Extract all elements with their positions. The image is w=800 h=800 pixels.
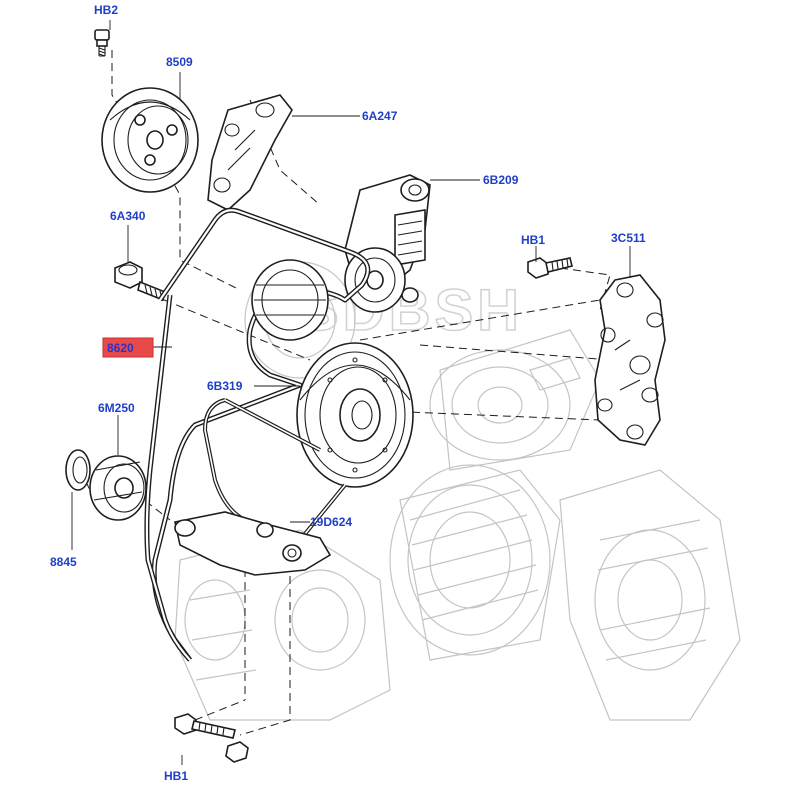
label-8620-highlight[interactable]: 8620 (102, 337, 154, 358)
label-hb1-top[interactable]: HB1 (521, 233, 545, 247)
label-8845[interactable]: 8845 (50, 555, 77, 569)
label-8620[interactable]: 8620 (107, 341, 134, 355)
engine-block-ghost (559, 469, 741, 721)
label-hb2[interactable]: HB2 (94, 3, 118, 17)
crankshaft-damper-6b319[interactable] (296, 342, 414, 488)
bolt-hb2[interactable] (94, 29, 110, 57)
bolt-6a340[interactable] (114, 261, 166, 302)
bracket-6a247[interactable] (207, 94, 293, 211)
label-6a247[interactable]: 6A247 (362, 109, 398, 123)
label-6a340[interactable]: 6A340 (110, 209, 146, 223)
label-hb1-bottom[interactable]: HB1 (164, 769, 188, 783)
label-8509[interactable]: 8509 (166, 55, 193, 69)
tensioner-bracket-19d624[interactable] (174, 511, 332, 576)
pulley-8509[interactable] (101, 87, 199, 193)
compressor-ghost (429, 329, 601, 471)
leader-lines (71, 20, 631, 765)
label-6b319[interactable]: 6B319 (207, 379, 243, 393)
label-19d624[interactable]: 19D624 (310, 515, 352, 529)
background-engine-ghost (174, 261, 741, 721)
bolt-hb1-bottom[interactable] (174, 713, 249, 763)
label-6m250[interactable]: 6M250 (98, 401, 135, 415)
part-labels: HB2 8509 6A247 6B209 6A340 HB1 3C511 862… (50, 3, 646, 783)
label-3c511[interactable]: 3C511 (611, 231, 646, 245)
bolt-hb1-top[interactable] (527, 257, 573, 279)
bracket-3c511[interactable] (594, 274, 666, 446)
upper-idler-pulley (251, 259, 329, 341)
idler-pulley-6m250[interactable] (89, 455, 147, 521)
alternator-ghost (389, 464, 561, 661)
highlight-box (102, 337, 154, 358)
label-6b209[interactable]: 6B209 (483, 173, 519, 187)
dust-cap-8845[interactable] (65, 449, 91, 491)
